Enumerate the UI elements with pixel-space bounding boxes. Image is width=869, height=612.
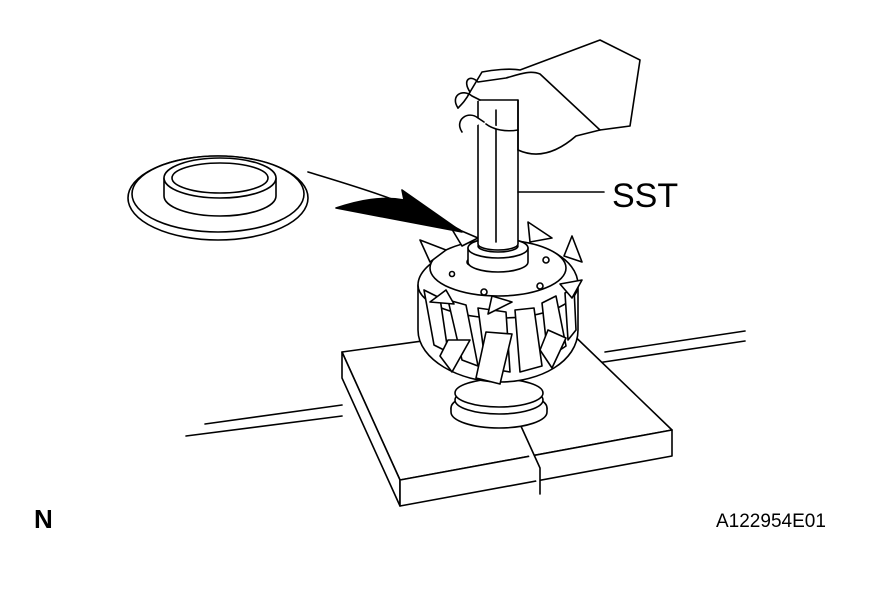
install-arrow xyxy=(308,172,462,232)
figure-id-label: A122954E01 xyxy=(716,511,826,532)
bearing-cover xyxy=(128,156,308,240)
rotor-collar xyxy=(451,379,547,428)
sst-label: SST xyxy=(612,177,679,215)
sst-tool xyxy=(478,100,518,250)
view-code-label: N xyxy=(34,504,53,534)
background-rails xyxy=(186,331,745,436)
hand xyxy=(455,40,640,154)
